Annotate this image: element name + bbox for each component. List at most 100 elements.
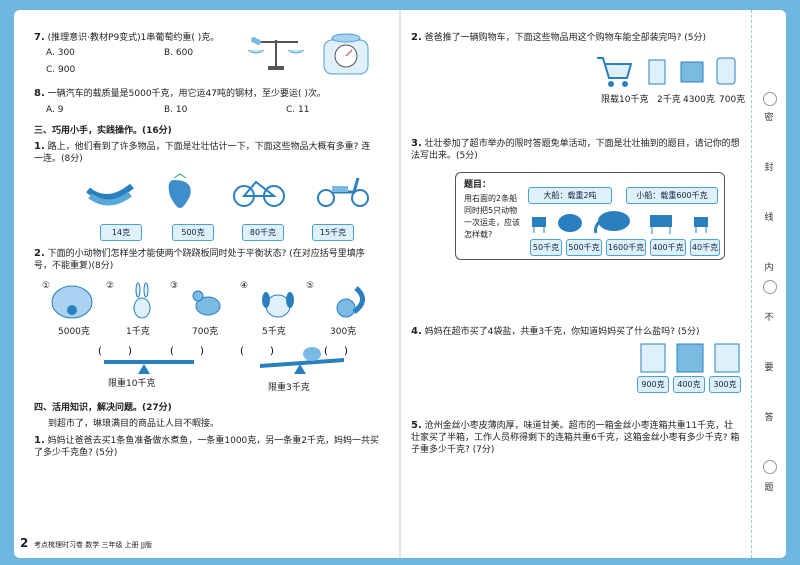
bear-icon	[558, 214, 582, 232]
item-weight-2kg: 2千克	[657, 95, 681, 105]
binding-word: 线	[764, 213, 774, 223]
question-8: 8. 一辆汽车的载质量是5000千克，用它运47吨的钢材，至少要运( )次。	[34, 88, 326, 100]
question-number: 2.	[34, 248, 45, 259]
dog-icon	[262, 292, 294, 318]
seesaws-image: ( ) ( ) ( ) ( )	[98, 346, 348, 374]
bag-icon	[648, 59, 666, 85]
box-icon	[680, 61, 704, 83]
svg-text:): )	[270, 346, 274, 357]
question-text: 妈妈在超市买了4袋盐，共重3千克，你知道妈妈买了什么盐吗? (5分)	[424, 327, 700, 337]
puzzle-body: 用右面的2条船同时把5只动物一次运走，应该怎样载?	[464, 194, 520, 239]
animal-weight-500kg: 500千克	[566, 239, 602, 256]
weight-tag-14g[interactable]: 14克	[100, 224, 142, 241]
question-text: 下面的小动物们怎样坐才能使两个跷跷板同时处于平衡状态? (在对应括号里填序号，不…	[34, 249, 365, 271]
item-weight-4300g: 4300克	[683, 95, 715, 105]
puzzle-box: 题目： 用右面的2条船同时把5只动物一次运走，应该怎样载? 大船：载重2吨 小船…	[455, 172, 725, 260]
svg-text:(: (	[170, 346, 174, 357]
salt-weight-400g[interactable]: 400克	[673, 376, 705, 393]
chicken-icon	[192, 290, 221, 316]
binding-word: 不	[764, 313, 774, 323]
right-page: 2. 爸爸推了一辆购物车，下面这些物品用这个购物车能全部装完吗? (5分) 限载…	[401, 10, 751, 558]
question-1-practice: 1. 路上，他们看到了许多物品，下面是壮壮估计一下，下面这些物品大概有多重? 连…	[34, 141, 379, 165]
workbook-sheet: 7. (推理意识·教材P9变式)1串葡萄约重( )克。 A. 300 B. 60…	[14, 10, 786, 558]
animal-weight-40kg: 40千克	[690, 239, 720, 256]
animal-weight-1600kg: 1600千克	[606, 239, 646, 256]
question-2-cart: 2. 爸爸推了一辆购物车，下面这些物品用这个购物车能全部装完吗? (5分)	[411, 32, 741, 44]
salt-box-icon	[676, 343, 704, 373]
question-text: 沧州金丝小枣皮薄肉厚，味道甘美。超市的一箱金丝小枣连箱共重11千克，壮壮家买了半…	[411, 421, 740, 455]
seesaw-limit-10kg: 限重10千克	[108, 379, 156, 389]
question-1-fish: 1. 妈妈让爸爸去买1条鱼准备做水煮鱼，一条重1000克，另一条重2千克，妈妈一…	[34, 435, 379, 459]
question-text: (推理意识·教材P9变式)1串葡萄约重( )克。	[47, 33, 220, 43]
punch-hole	[763, 280, 777, 294]
binding-word: 答	[764, 413, 774, 423]
svg-text:): )	[344, 346, 348, 357]
binding-word: 题	[764, 483, 774, 493]
animal-1-number: ①	[42, 281, 51, 291]
page-divider	[399, 10, 401, 558]
weight-tag-15kg[interactable]: 15千克	[312, 224, 354, 241]
svg-text:): )	[128, 346, 132, 357]
weight-tag-80kg[interactable]: 80千克	[242, 224, 284, 241]
elephant-icon	[594, 211, 630, 234]
question-number: 2.	[411, 32, 422, 43]
animal-4-weight: 5千克	[262, 327, 286, 337]
option-c: C. 900	[46, 65, 76, 75]
question-number: 8.	[34, 88, 45, 99]
animals-boats-image	[532, 211, 708, 234]
question-number: 1.	[34, 141, 45, 152]
question-5-dates: 5. 沧州金丝小枣皮薄肉厚，味道甘美。超市的一箱金丝小枣连箱共重11千克，壮壮家…	[411, 420, 741, 456]
section-3-heading: 三、巧用小手，实践操作。(16分)	[34, 126, 172, 136]
option-b: B. 600	[164, 48, 194, 58]
small-boat-label: 小船：载重600千克	[626, 187, 718, 204]
weight-tag-500g[interactable]: 500克	[172, 224, 214, 241]
animals-image	[51, 282, 365, 319]
section-4-heading: 四、活用知识，解决问题。(27分)	[34, 403, 172, 413]
question-2-seesaw: 2. 下面的小动物们怎样坐才能使两个跷跷板同时处于平衡状态? (在对应括号里填序…	[34, 248, 379, 272]
svg-text:(: (	[240, 346, 244, 357]
deer-small-icon	[694, 217, 708, 233]
animal-weight-400kg: 400千克	[650, 239, 686, 256]
binding-word: 内	[764, 263, 774, 273]
shopping-cart-icon	[597, 57, 633, 87]
scooter-icon	[317, 177, 369, 207]
item-weight-700g: 700克	[719, 95, 746, 105]
animal-5-weight: 300克	[330, 327, 357, 337]
section-4-intro: 到超市了，琳琅满目的商品让人目不暇接。	[48, 419, 220, 429]
peacock-icon	[51, 285, 93, 319]
left-page: 7. (推理意识·教材P9变式)1串葡萄约重( )克。 A. 300 B. 60…	[14, 10, 399, 558]
puzzle-title: 题目：	[464, 180, 492, 190]
option-a: A. 9	[46, 105, 64, 115]
svg-text:(: (	[98, 346, 102, 357]
strawberry-icon	[168, 173, 191, 208]
question-7: 7. (推理意识·教材P9变式)1串葡萄约重( )克。	[34, 32, 219, 44]
animal-2-weight: 1千克	[126, 327, 150, 337]
binding-word: 密	[764, 113, 774, 123]
salt-packages-image	[640, 343, 740, 373]
punch-hole	[763, 92, 777, 106]
question-number: 3.	[411, 138, 422, 149]
animal-5-number: ⑤	[306, 281, 315, 291]
page-number: 2	[20, 536, 29, 550]
shopping-items-image	[597, 57, 736, 87]
animal-3-number: ③	[170, 281, 179, 291]
punch-hole	[763, 460, 777, 474]
seesaw-limit-3kg: 限重3千克	[268, 383, 310, 393]
salt-weight-300g[interactable]: 300克	[709, 376, 741, 393]
balance-scale-image	[247, 33, 369, 75]
cart-limit-label: 限载10千克	[601, 95, 649, 105]
question-text: 路上，他们看到了许多物品，下面是壮壮估计一下，下面这些物品大概有多重? 连一连。…	[34, 142, 371, 164]
option-b: B. 10	[164, 105, 188, 115]
question-number: 1.	[34, 435, 45, 446]
binding-margin: 密 封 线 内 不 要 答 题	[751, 10, 786, 558]
horse-icon	[650, 215, 672, 234]
deer-icon	[532, 217, 546, 233]
question-text: 妈妈让爸爸去买1条鱼准备做水煮鱼，一条重1000克，另一条重2千克，妈妈一共买了…	[34, 436, 379, 458]
salt-bag-icon	[640, 343, 666, 373]
question-number: 4.	[411, 326, 422, 337]
salt-weight-900g[interactable]: 900克	[637, 376, 669, 393]
svg-text:(: (	[324, 346, 328, 357]
question-number: 5.	[411, 420, 422, 431]
question-4-salt: 4. 妈妈在超市买了4袋盐，共重3千克，你知道妈妈买了什么盐吗? (5分)	[411, 326, 741, 338]
question-3-boats: 3. 壮壮参加了超市举办的限时答题免单活动，下面是壮壮抽到的题目，请记你的想法写…	[411, 138, 741, 162]
